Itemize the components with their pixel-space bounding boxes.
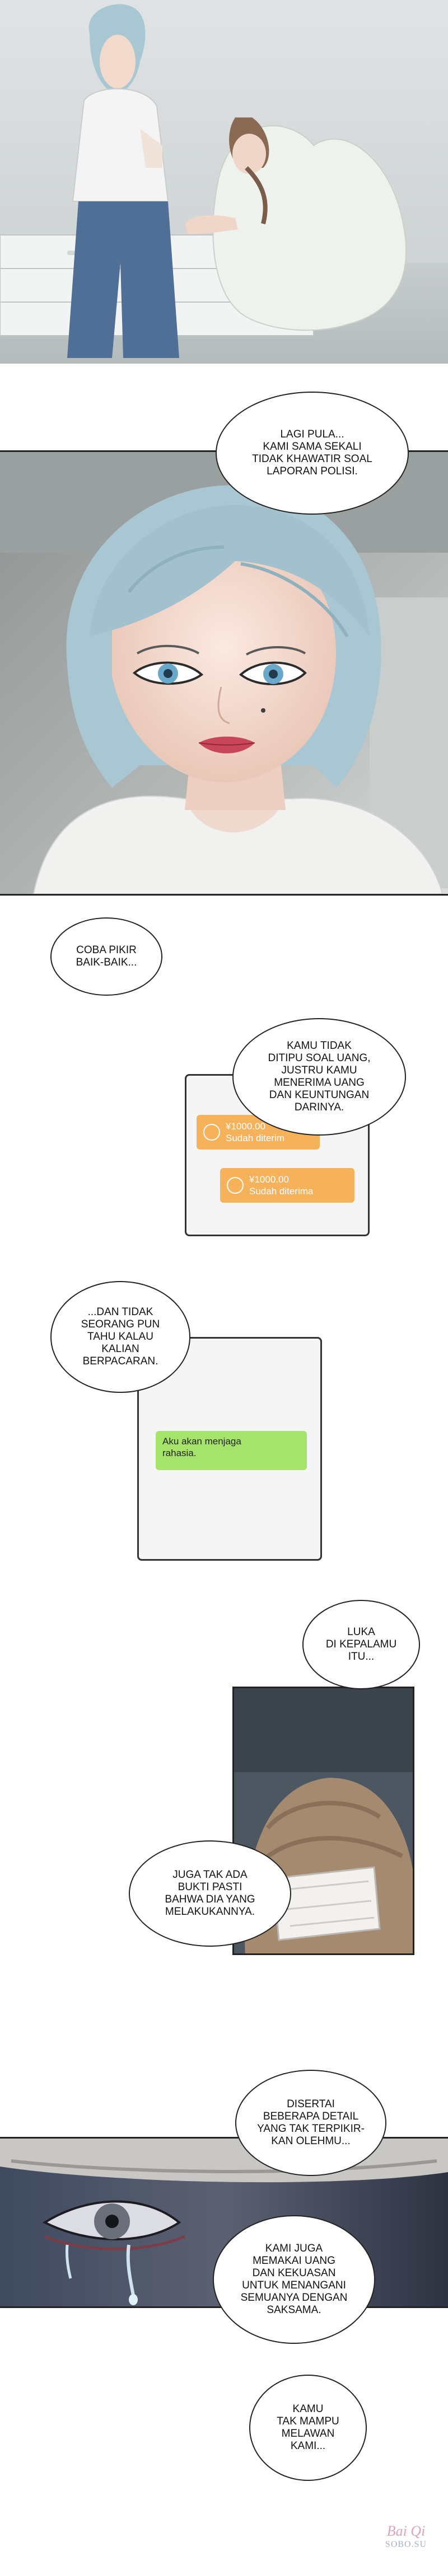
speech-bubble-cannot-fight: KAMU TAK MAMPU MELAWAN KAMI... (249, 2375, 367, 2481)
transfer-amount: ¥1000.00 (226, 1120, 265, 1132)
speech-bubble-think-carefully: COBA PIKIR BAIK-BAIK... (50, 917, 162, 996)
room-scene-illustration (0, 0, 448, 364)
bandaged-head-illustration (234, 1688, 413, 1953)
speech-bubble-police-report: LAGI PULA... KAMI SAMA SEKALI TIDAK KHAW… (216, 392, 409, 515)
transfer-icon (227, 1177, 244, 1194)
transfer-icon (203, 1124, 220, 1141)
speech-bubble-details: DISERTAI BEBERAPA DETAIL YANG TAK TERPIK… (235, 2070, 386, 2176)
credit-watermark: Bai Qi SOBO.SU (375, 2523, 437, 2550)
credit-site: SOBO.SU (385, 2540, 427, 2549)
speech-bubble-money-power: KAMI JUGA MEMAKAI UANG DAN KEKUASAN UNTU… (213, 2215, 375, 2344)
transfer-amount: ¥1000.00 (249, 1174, 289, 1185)
speech-bubble-nobody-knows: ...DAN TIDAK SEORANG PUN TAHU KALAU KALI… (50, 1281, 190, 1393)
transfer-status: Sudah diterima (249, 1186, 314, 1197)
credit-signature: Bai Qi (386, 2523, 426, 2539)
panel-face-closeup (0, 450, 448, 896)
speech-bubble-no-proof: JUGA TAK ADA BUKTI PASTI BAHWA DIA YANG … (129, 1840, 291, 1947)
woman-face-illustration (0, 452, 448, 894)
panel-head-injury (232, 1687, 414, 1955)
chat-message-keep-secret: Aku akan menjaga rahasia. (156, 1431, 307, 1470)
speech-bubble-head-wound: LUKA DI KEPALAMU ITU... (302, 1600, 420, 1689)
transfer-status: Sudah diterim (226, 1133, 284, 1143)
speech-bubble-not-cheated: KAMU TIDAK DITIPU SOAL UANG, JUSTRU KAMU… (232, 1018, 406, 1136)
panel-room-scene (0, 0, 448, 364)
